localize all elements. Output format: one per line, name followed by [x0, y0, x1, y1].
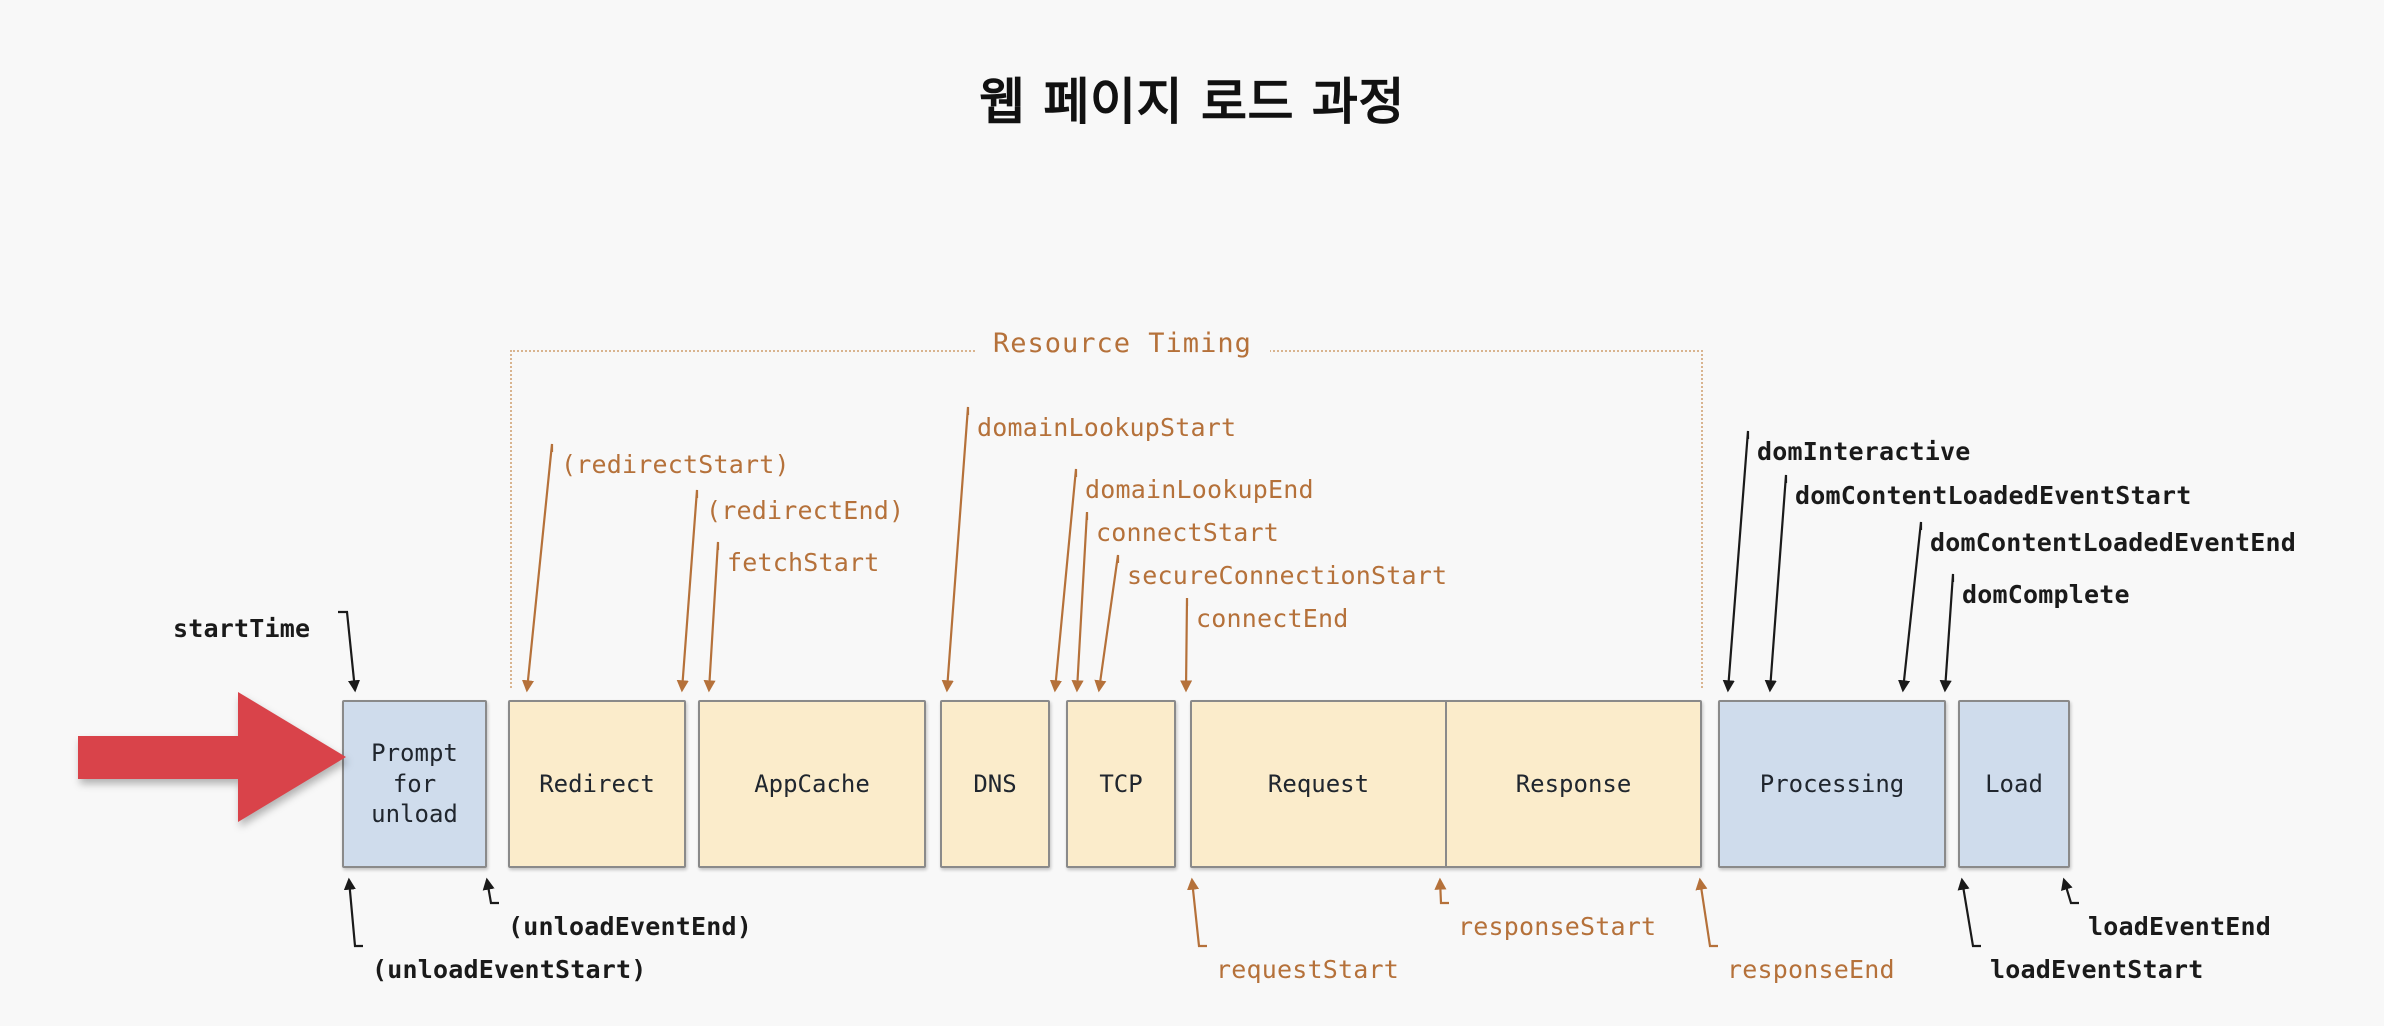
label-redirect-end: (redirectEnd) [706, 496, 905, 525]
phase-label: TCP [1099, 769, 1143, 798]
label-secure-connection-start: secureConnectionStart [1127, 561, 1448, 590]
label-dom-complete: domComplete [1962, 580, 2130, 609]
label-unload-event-start: (unloadEventStart) [372, 955, 647, 984]
label-domain-lookup-start: domainLookupStart [977, 413, 1237, 442]
phase-tcp[interactable]: TCP [1066, 700, 1176, 868]
phase-label: Processing [1759, 769, 1905, 798]
phase-label: Load [1985, 769, 2043, 798]
page-title: 웹 페이지 로드 과정 [979, 73, 1405, 131]
phase-request-response: Request Response [1190, 700, 1702, 868]
label-connect-start: connectStart [1096, 518, 1280, 547]
label-start-time: startTime [173, 614, 311, 643]
phase-load[interactable]: Load [1958, 700, 2070, 868]
phase-label: Redirect [539, 769, 655, 798]
phase-appcache[interactable]: AppCache [698, 700, 926, 868]
phase-response[interactable]: Response [1445, 702, 1700, 866]
label-dom-content-loaded-event-start: domContentLoadedEventStart [1795, 481, 2192, 510]
phase-label: Response [1515, 770, 1632, 798]
label-request-start: requestStart [1216, 955, 1400, 984]
phase-processing[interactable]: Processing [1718, 700, 1946, 868]
label-redirect-start: (redirectStart) [561, 450, 790, 479]
phase-request[interactable]: Request [1192, 702, 1445, 866]
label-load-event-start: loadEventStart [1990, 955, 2204, 984]
label-dom-content-loaded-event-end: domContentLoadedEventEnd [1930, 528, 2297, 557]
red-pointer-arrow-icon [78, 692, 346, 822]
phase-label: AppCache [754, 769, 870, 798]
resource-timing-label: Resource Timing [975, 328, 1270, 359]
label-unload-event-end: (unloadEventEnd) [508, 912, 753, 941]
label-response-start: responseStart [1458, 912, 1657, 941]
label-response-end: responseEnd [1727, 955, 1895, 984]
phase-dns[interactable]: DNS [940, 700, 1050, 868]
label-load-event-end: loadEventEnd [2088, 912, 2272, 941]
label-fetch-start: fetchStart [727, 548, 880, 577]
phase-label: Request [1267, 770, 1370, 798]
phase-redirect[interactable]: Redirect [508, 700, 686, 868]
label-dom-interactive: domInteractive [1757, 437, 1971, 466]
label-connect-end: connectEnd [1196, 604, 1349, 633]
label-domain-lookup-end: domainLookupEnd [1085, 475, 1314, 504]
phase-label: DNS [973, 769, 1017, 798]
